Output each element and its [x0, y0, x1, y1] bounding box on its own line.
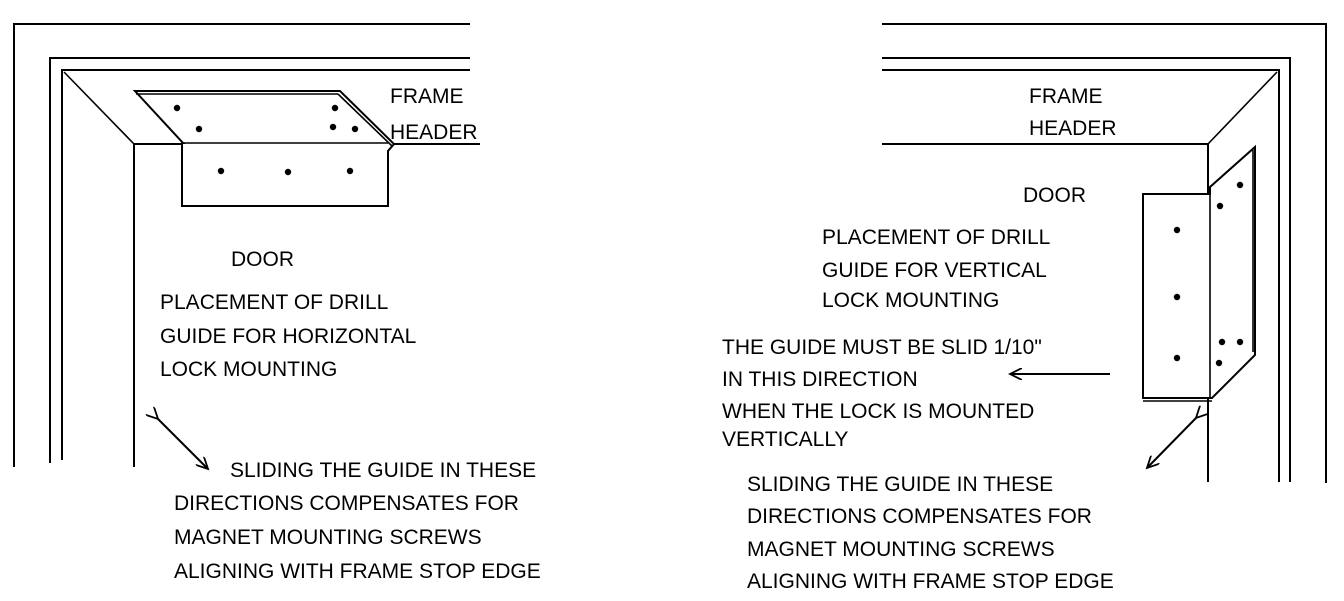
right-frame-header-label: FRAME HEADER [1029, 85, 1117, 140]
left-sliding-note: SLIDING THE GUIDE IN THESE DIRECTIONS CO… [174, 459, 542, 583]
right-slide-arrow [1147, 418, 1196, 468]
left-frame-header-label: FRAME HEADER [390, 85, 478, 144]
left-figure: FRAME HEADER DOOR PLACEMENT OF DRILL GUI… [13, 23, 542, 583]
left-door-label: DOOR [231, 248, 294, 271]
left-slide-arrow [158, 419, 208, 469]
right-drill-guide-plate [1142, 144, 1256, 402]
right-placement-label: PLACEMENT OF DRILL GUIDE FOR VERTICAL LO… [822, 226, 1055, 312]
right-slid-note: THE GUIDE MUST BE SLID 1/10" IN THIS DIR… [722, 336, 1048, 451]
left-drill-guide-plate [132, 90, 396, 207]
right-figure: FRAME HEADER DOOR PLACEMENT OF DRILL GUI… [722, 23, 1327, 593]
left-placement-label: PLACEMENT OF DRILL GUIDE FOR HORIZONTAL … [160, 291, 421, 381]
right-door-label: DOOR [1023, 184, 1086, 207]
right-sliding-note: SLIDING THE GUIDE IN THESE DIRECTIONS CO… [747, 473, 1114, 593]
